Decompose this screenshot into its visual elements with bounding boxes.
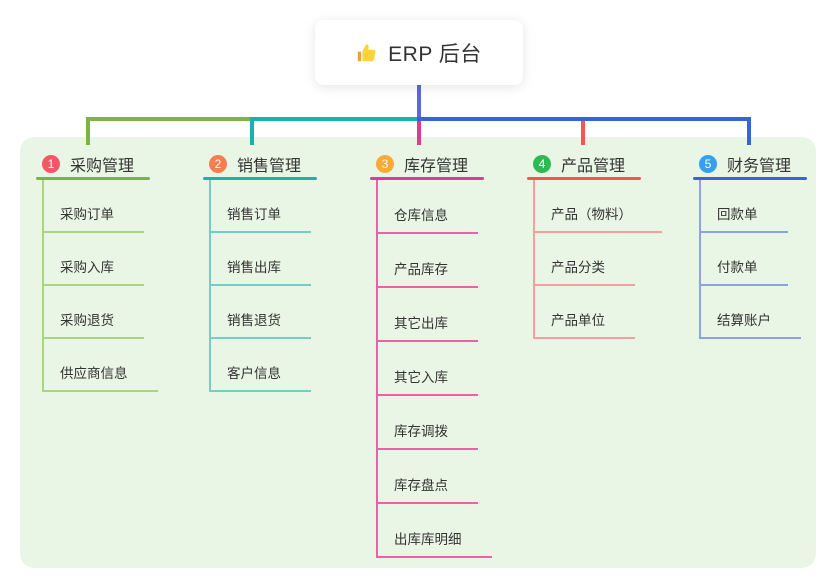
connector-drop-purchase	[86, 117, 90, 145]
branch-item: 采购退货	[44, 286, 158, 339]
branch-item-label[interactable]: 库存调拨	[378, 420, 478, 450]
root-title: ERP 后台	[388, 42, 482, 66]
branch-item-label[interactable]: 回款单	[701, 203, 788, 233]
branch-item-label[interactable]: 出库库明细	[378, 528, 492, 558]
branch-heading-underline	[36, 177, 150, 180]
root-node[interactable]: ERP 后台	[315, 20, 523, 85]
branch-item-label[interactable]: 销售订单	[211, 203, 311, 233]
branch-items: 仓库信息产品库存其它出库其它入库库存调拨库存盘点出库库明细	[376, 180, 492, 558]
branch-heading-label: 财务管理	[727, 157, 792, 175]
branch-item: 产品（物料）	[535, 180, 662, 233]
branch-item-label[interactable]: 仓库信息	[378, 204, 478, 234]
branch-item: 其它出库	[378, 288, 492, 342]
branch-heading-finance[interactable]: 5 财务管理	[693, 150, 807, 177]
thumbs-up-icon	[356, 42, 378, 64]
branch-finance: 5 财务管理回款单付款单结算账户	[693, 150, 807, 339]
connector-drop-product	[581, 121, 585, 145]
branch-heading-underline	[693, 177, 807, 180]
branch-item: 仓库信息	[378, 180, 492, 234]
branch-item: 销售订单	[211, 180, 317, 233]
branch-item-label[interactable]: 产品（物料）	[535, 203, 662, 233]
branch-item-label[interactable]: 销售出库	[211, 256, 311, 286]
branch-item: 采购订单	[44, 180, 158, 233]
branch-number-badge: 4	[533, 154, 551, 173]
branch-item-label[interactable]: 采购订单	[44, 203, 144, 233]
branch-heading-label: 销售管理	[237, 157, 302, 175]
branch-item-label[interactable]: 产品库存	[378, 258, 478, 288]
branch-item-label[interactable]: 产品分类	[535, 256, 635, 286]
branch-item-label[interactable]: 销售退货	[211, 309, 311, 339]
branch-items: 销售订单销售出库销售退货客户信息	[209, 180, 317, 392]
branch-item: 付款单	[701, 233, 807, 286]
branch-number-badge: 5	[699, 154, 717, 173]
branch-inventory: 3 库存管理仓库信息产品库存其它出库其它入库库存调拨库存盘点出库库明细	[370, 150, 492, 558]
branch-heading-label: 库存管理	[404, 157, 469, 175]
branch-item-label[interactable]: 客户信息	[211, 362, 311, 392]
branch-heading-sales[interactable]: 2 销售管理	[203, 150, 317, 177]
connector-drop-finance	[747, 117, 751, 145]
connector-drop-inventory	[417, 121, 421, 145]
root-stem-connector	[417, 85, 421, 121]
connector-horizontal-left	[86, 117, 250, 121]
connector-drop-sales	[250, 117, 254, 145]
branch-heading-underline	[203, 177, 317, 180]
branch-item: 库存调拨	[378, 396, 492, 450]
branch-items: 产品（物料） 产品分类产品单位	[533, 180, 662, 339]
branch-item: 产品分类	[535, 233, 662, 286]
branch-heading-underline	[370, 177, 484, 180]
branch-item-label[interactable]: 其它出库	[378, 312, 478, 342]
branch-item: 其它入库	[378, 342, 492, 396]
branch-heading-label: 采购管理	[70, 157, 135, 175]
branch-item: 产品库存	[378, 234, 492, 288]
branch-item-label[interactable]: 采购入库	[44, 256, 144, 286]
connector-horizontal-right	[417, 117, 751, 121]
branch-number-badge: 1	[42, 154, 60, 173]
branches-panel	[20, 137, 816, 568]
branch-purchase: 1 采购管理采购订单采购入库采购退货供应商信息	[36, 150, 158, 392]
branch-item-label[interactable]: 库存盘点	[378, 474, 478, 504]
branch-item: 客户信息	[211, 339, 317, 392]
branch-item: 回款单	[701, 180, 807, 233]
branch-item: 销售退货	[211, 286, 317, 339]
branch-items: 采购订单采购入库采购退货供应商信息	[42, 180, 158, 392]
branch-item-label[interactable]: 产品单位	[535, 309, 635, 339]
branch-number-badge: 2	[209, 154, 227, 173]
branch-item: 结算账户	[701, 286, 807, 339]
branch-heading-product[interactable]: 4 产品管理	[527, 150, 662, 177]
branch-product: 4 产品管理产品（物料） 产品分类产品单位	[527, 150, 662, 339]
branch-item: 库存盘点	[378, 450, 492, 504]
branch-item: 供应商信息	[44, 339, 158, 392]
branch-item-label[interactable]: 结算账户	[701, 309, 801, 339]
branch-heading-underline	[527, 177, 641, 180]
branch-item-label[interactable]: 供应商信息	[44, 362, 158, 392]
branch-item: 出库库明细	[378, 504, 492, 558]
branch-item-label[interactable]: 付款单	[701, 256, 788, 286]
branch-heading-purchase[interactable]: 1 采购管理	[36, 150, 158, 177]
branch-item: 采购入库	[44, 233, 158, 286]
branch-item-label[interactable]: 其它入库	[378, 366, 478, 396]
branch-item-label[interactable]: 采购退货	[44, 309, 144, 339]
branch-heading-label: 产品管理	[561, 157, 626, 175]
branch-items: 回款单付款单结算账户	[699, 180, 807, 339]
connector-horizontal-middle	[250, 117, 417, 121]
branch-sales: 2 销售管理销售订单销售出库销售退货客户信息	[203, 150, 317, 392]
branch-number-badge: 3	[376, 154, 394, 173]
branch-heading-inventory[interactable]: 3 库存管理	[370, 150, 492, 177]
branch-item: 产品单位	[535, 286, 662, 339]
branch-item: 销售出库	[211, 233, 317, 286]
